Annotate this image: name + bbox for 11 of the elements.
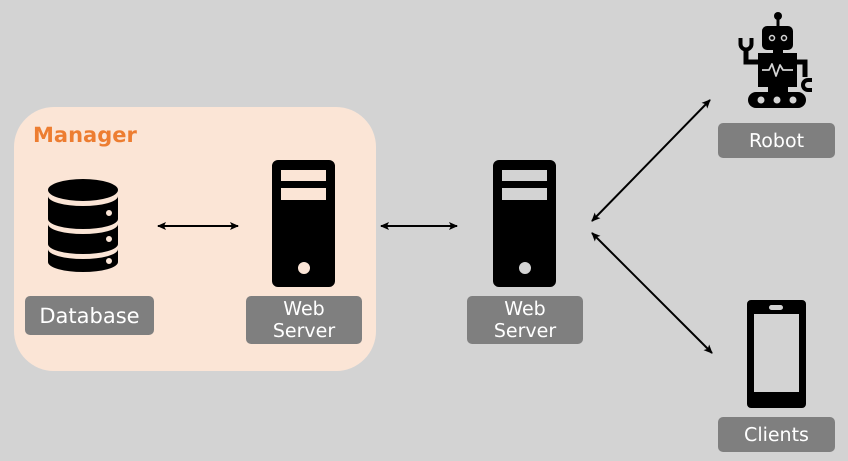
double-arrow <box>591 232 713 354</box>
group-title: Manager <box>33 123 137 148</box>
double-arrow <box>591 99 711 222</box>
node-label: Web Server <box>246 296 362 344</box>
node-label: Robot <box>718 123 835 158</box>
node-label: Clients <box>718 417 835 452</box>
double-arrow <box>157 222 239 230</box>
group-panel <box>14 107 376 371</box>
double-arrow <box>380 222 458 230</box>
node-label: Web Server <box>467 296 583 344</box>
node-label: Database <box>25 296 154 335</box>
